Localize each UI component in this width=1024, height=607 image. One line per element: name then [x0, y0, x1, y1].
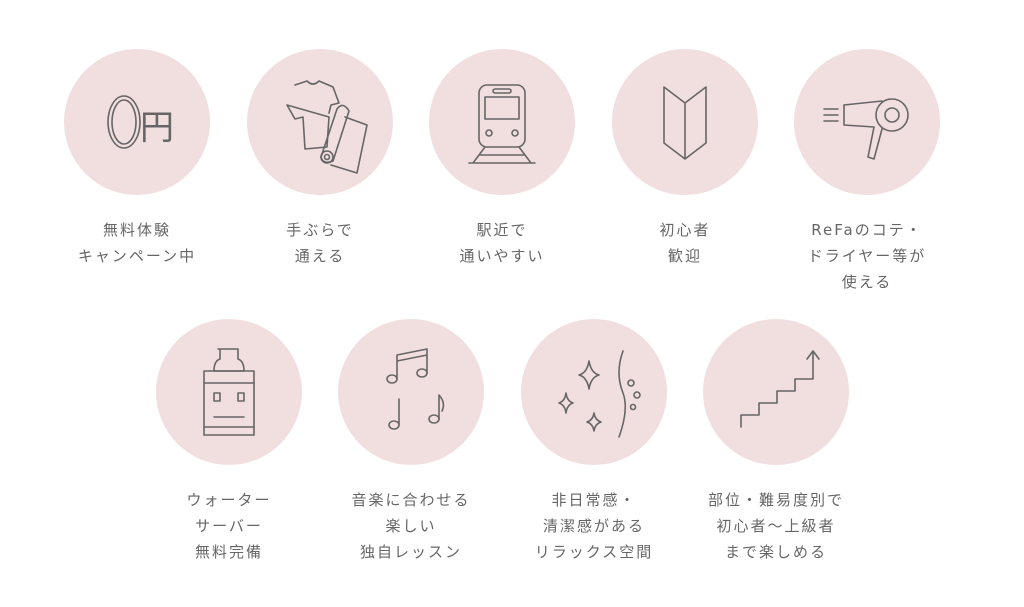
feature-label: 歓迎 [667, 247, 702, 265]
feature-label: リラックス空間 [534, 543, 654, 561]
train-icon [429, 49, 575, 195]
feature-label: キャンペーン中 [77, 247, 197, 265]
feature-label: 非日常感・ [551, 491, 637, 509]
music-notes-icon [338, 319, 484, 465]
feature-label: ドライヤー等が [807, 247, 927, 265]
feature-music-lessons: 音楽に合わせる楽しい独自レッスン [321, 319, 501, 565]
feature-water-server: ウォーターサーバー無料完備 [139, 319, 319, 565]
stairs-icon [703, 319, 849, 465]
feature-label: 独自レッスン [359, 543, 462, 561]
feature-beginners-welcome: 初心者歓迎 [595, 49, 775, 269]
clothes-mat-icon [247, 49, 393, 195]
svg-text:円: 円 [140, 108, 174, 148]
feature-label: 初心者 [659, 221, 711, 239]
sparkle-icon [521, 319, 667, 465]
feature-label: 使える [841, 273, 893, 291]
feature-label: ReFaのコテ・ [811, 221, 923, 239]
feature-label: 無料完備 [194, 543, 263, 561]
water-server-icon [156, 319, 302, 465]
feature-label: 楽しい [385, 517, 437, 535]
feature-label: 清潔感がある [542, 517, 645, 535]
zero-yen-icon: 円 [64, 49, 210, 195]
feature-hands-free: 手ぶらで通える [230, 49, 410, 269]
feature-label: 手ぶらで [286, 221, 354, 239]
feature-near-station: 駅近で通いやすい [412, 49, 592, 269]
feature-label: まで楽しめる [724, 543, 827, 561]
feature-label: 通える [294, 247, 346, 265]
feature-relaxing-space: 非日常感・清潔感があるリラックス空間 [504, 319, 684, 565]
feature-label: ウォーター [186, 491, 272, 509]
hair-dryer-icon [794, 49, 940, 195]
feature-label: 音楽に合わせる [351, 491, 471, 509]
beginner-mark-icon [612, 49, 758, 195]
feature-label: 初心者〜上級者 [716, 517, 836, 535]
feature-label: 無料体験 [102, 221, 171, 239]
feature-label: 通いやすい [459, 247, 545, 265]
feature-label: サーバー [195, 517, 263, 535]
feature-refa-tools: ReFaのコテ・ドライヤー等が使える [777, 49, 957, 295]
feature-levels: 部位・難易度別で初心者〜上級者まで楽しめる [686, 319, 866, 565]
feature-label: 部位・難易度別で [707, 491, 844, 509]
feature-label: 駅近で [476, 221, 528, 239]
feature-free-trial: 円 無料体験キャンペーン中 [47, 49, 227, 269]
